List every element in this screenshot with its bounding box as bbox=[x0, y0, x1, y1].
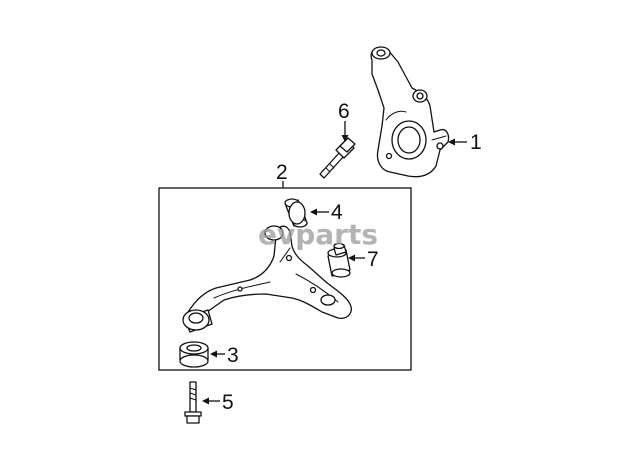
bushing-4 bbox=[284, 198, 308, 228]
kit-box bbox=[158, 187, 412, 371]
bolt-5 bbox=[184, 381, 202, 424]
callout-3: 3 bbox=[227, 344, 239, 367]
lower-control-arm bbox=[182, 225, 352, 333]
bolt-6 bbox=[319, 137, 356, 179]
ball-joint-7 bbox=[327, 242, 351, 278]
bushing-3 bbox=[179, 341, 209, 368]
steering-knuckle bbox=[370, 46, 450, 178]
callout-7: 7 bbox=[367, 248, 379, 271]
callout-4: 4 bbox=[331, 201, 343, 224]
callout-1: 1 bbox=[470, 131, 482, 154]
callout-6: 6 bbox=[338, 100, 350, 123]
callout-5: 5 bbox=[222, 391, 234, 414]
svg-text:evparts: evparts bbox=[258, 218, 378, 251]
callout-2: 2 bbox=[276, 161, 288, 184]
watermark-logo: evparts bbox=[258, 218, 378, 251]
